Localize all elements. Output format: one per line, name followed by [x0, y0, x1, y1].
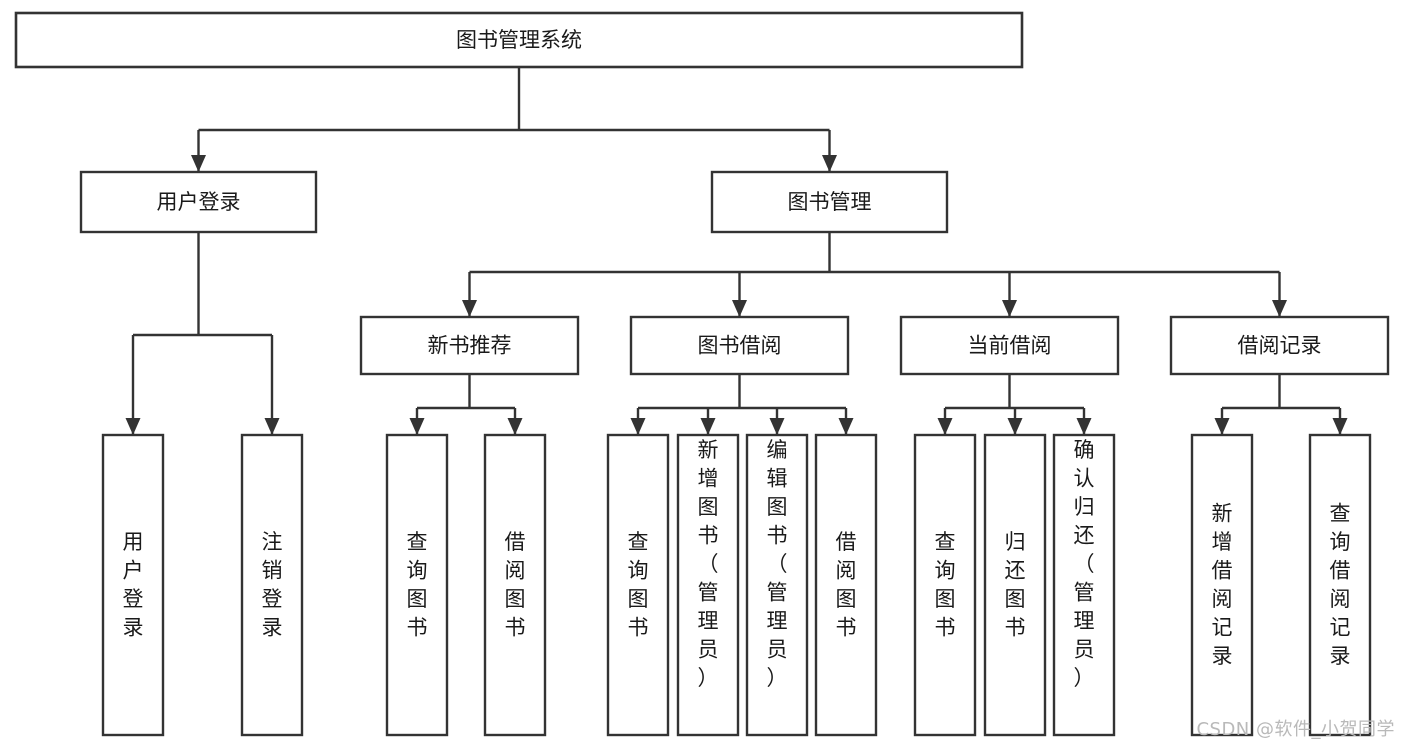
node-leaf-query-borrow-record-label: 查询借阅记录 [1330, 502, 1351, 669]
node-current-borrow-box[interactable] [899, 315, 1120, 376]
node-book-borrow[interactable]: 图书借阅 [629, 315, 850, 376]
connector-layer [125, 67, 1348, 435]
node-leaf-add-book-admin-label: 新增图书（管理员） [698, 438, 719, 690]
node-book-management-label: 图书管理 [788, 190, 872, 214]
node-leaf-return-book-label: 归还图书 [1005, 530, 1026, 640]
node-book-management[interactable]: 图书管理 [710, 170, 949, 234]
arrow-to-leaf-borrow-book-icon [838, 418, 854, 435]
arrow-to-leaf-return-book-icon [1007, 418, 1023, 435]
arrow-to-leaf-query-borrow-record-icon [1332, 418, 1348, 435]
node-leaf-query-borrow-record[interactable]: 查询借阅记录 [1308, 433, 1372, 737]
node-leaf-add-book-admin-box[interactable] [676, 433, 740, 737]
node-leaf-add-book-admin[interactable]: 新增图书（管理员） [676, 433, 740, 737]
node-leaf-query-book-recommend-label: 查询图书 [407, 530, 428, 640]
arrow-to-leaf-borrow-book-recommend-icon [507, 418, 523, 435]
node-leaf-confirm-return-admin-label: 确认归还（管理员） [1074, 438, 1095, 690]
node-leaf-borrow-book[interactable]: 借阅图书 [814, 433, 878, 737]
node-borrow-record-box[interactable] [1169, 315, 1390, 376]
node-root[interactable]: 图书管理系统 [14, 11, 1024, 69]
arrow-to-leaf-add-borrow-record-icon [1214, 418, 1230, 435]
node-new-book-recommend-label: 新书推荐 [428, 334, 512, 358]
node-borrow-record-label: 借阅记录 [1238, 334, 1322, 358]
node-leaf-borrow-book-recommend-box[interactable] [483, 433, 547, 737]
node-leaf-add-borrow-record-box[interactable] [1190, 433, 1254, 737]
node-leaf-return-book[interactable]: 归还图书 [983, 433, 1047, 737]
arrow-to-book-management-icon [822, 155, 837, 172]
arrow-to-leaf-add-book-admin-icon [700, 418, 716, 435]
node-leaf-confirm-return-admin-box[interactable] [1052, 433, 1116, 737]
arrow-to-book-borrow-icon [732, 300, 747, 317]
arrow-to-leaf-query-book-borrow-icon [630, 418, 646, 435]
node-leaf-borrow-book-recommend[interactable]: 借阅图书 [483, 433, 547, 737]
node-root-label: 图书管理系统 [456, 28, 582, 52]
node-book-borrow-box[interactable] [629, 315, 850, 376]
node-new-book-recommend-box[interactable] [359, 315, 580, 376]
arrow-to-leaf-query-book-current-icon [937, 418, 953, 435]
node-leaf-query-book-recommend[interactable]: 查询图书 [385, 433, 449, 737]
node-leaf-query-book-borrow-box[interactable] [606, 433, 670, 737]
node-current-borrow-label: 当前借阅 [968, 334, 1052, 358]
node-user-login[interactable]: 用户登录 [79, 170, 318, 234]
node-leaf-confirm-return-admin[interactable]: 确认归还（管理员） [1052, 433, 1116, 737]
node-leaf-borrow-book-box[interactable] [814, 433, 878, 737]
node-leaf-logout[interactable]: 注销登录 [240, 433, 304, 737]
arrow-to-current-borrow-icon [1002, 300, 1017, 317]
node-user-login-label: 用户登录 [157, 190, 241, 214]
arrow-to-leaf-logout-icon [264, 418, 280, 435]
node-root-box[interactable] [14, 11, 1024, 69]
node-current-borrow[interactable]: 当前借阅 [899, 315, 1120, 376]
node-book-management-box[interactable] [710, 170, 949, 234]
node-user-login-box[interactable] [79, 170, 318, 234]
node-leaf-query-book-current-box[interactable] [913, 433, 977, 737]
node-leaf-logout-label: 注销登录 [262, 530, 283, 640]
arrow-to-borrow-record-icon [1272, 300, 1287, 317]
node-leaf-edit-book-admin[interactable]: 编辑图书（管理员） [745, 433, 809, 737]
node-leaf-add-borrow-record-label: 新增借阅记录 [1212, 502, 1233, 669]
node-leaf-query-book-borrow-label: 查询图书 [628, 530, 649, 640]
node-leaf-query-book-current[interactable]: 查询图书 [913, 433, 977, 737]
node-borrow-record[interactable]: 借阅记录 [1169, 315, 1390, 376]
node-new-book-recommend[interactable]: 新书推荐 [359, 315, 580, 376]
node-leaf-query-book-current-label: 查询图书 [935, 530, 956, 640]
arrow-to-leaf-confirm-return-admin-icon [1076, 418, 1092, 435]
arrow-to-user-login-icon [191, 155, 206, 172]
arrow-to-new-book-recommend-icon [462, 300, 477, 317]
node-leaf-query-book-recommend-box[interactable] [385, 433, 449, 737]
node-leaf-user-login-box[interactable] [101, 433, 165, 737]
node-leaf-borrow-book-label: 借阅图书 [836, 530, 857, 640]
arrow-to-leaf-edit-book-admin-icon [769, 418, 785, 435]
node-leaf-edit-book-admin-box[interactable] [745, 433, 809, 737]
node-book-borrow-label: 图书借阅 [698, 334, 782, 358]
node-leaf-user-login[interactable]: 用户登录 [101, 433, 165, 737]
arrow-to-leaf-query-book-recommend-icon [409, 418, 425, 435]
node-leaf-edit-book-admin-label: 编辑图书（管理员） [767, 438, 788, 690]
node-layer: 图书管理系统用户登录图书管理新书推荐图书借阅当前借阅借阅记录用户登录注销登录查询… [14, 11, 1390, 737]
node-leaf-query-borrow-record-box[interactable] [1308, 433, 1372, 737]
node-leaf-borrow-book-recommend-label: 借阅图书 [505, 530, 526, 640]
arrow-to-leaf-user-login-icon [125, 418, 141, 435]
node-leaf-return-book-box[interactable] [983, 433, 1047, 737]
node-leaf-query-book-borrow[interactable]: 查询图书 [606, 433, 670, 737]
node-leaf-add-borrow-record[interactable]: 新增借阅记录 [1190, 433, 1254, 737]
node-leaf-user-login-label: 用户登录 [123, 530, 144, 640]
node-leaf-logout-box[interactable] [240, 433, 304, 737]
